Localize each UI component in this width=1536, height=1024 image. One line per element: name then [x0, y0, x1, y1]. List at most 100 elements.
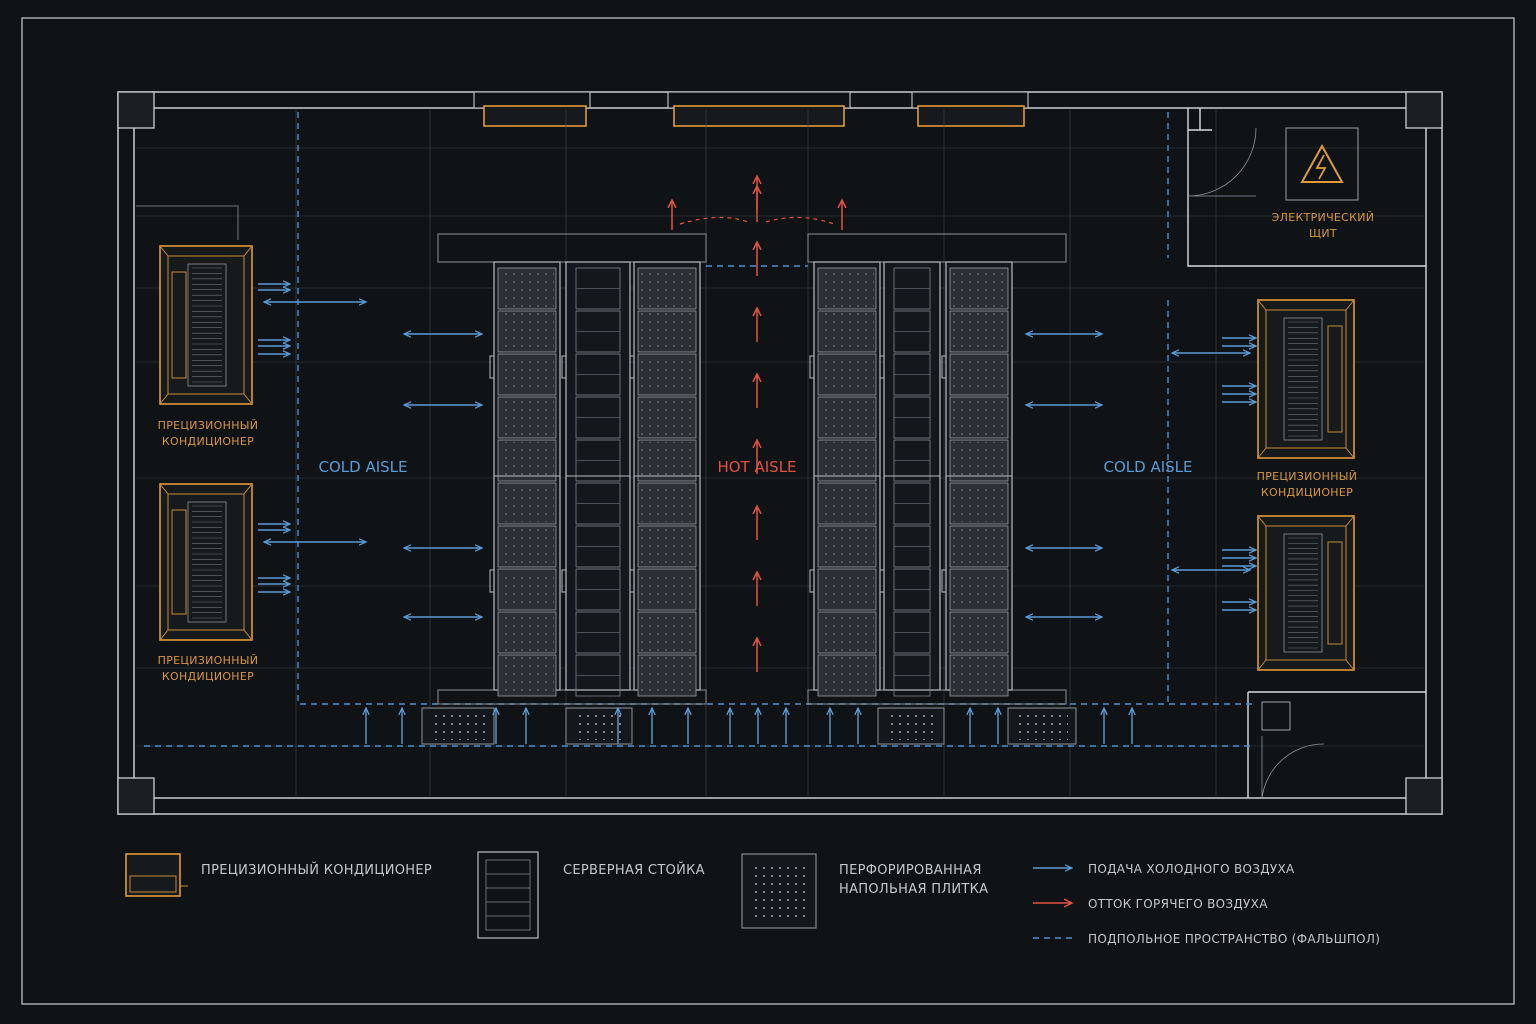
rack-unit-vents [500, 528, 554, 565]
crac-body [159, 245, 253, 405]
rack-unit-vents [640, 313, 694, 350]
crac-label-3-line2: КОНДИЦИОНЕР [1261, 486, 1353, 499]
precision-ac-unit [1257, 299, 1355, 459]
rack-unit-vents [640, 270, 694, 307]
high-voltage-icon [1300, 143, 1344, 183]
crac-filter [187, 263, 227, 387]
floor-grid [136, 110, 1424, 796]
rack-handle [561, 355, 567, 379]
rack-unit-vents [640, 399, 694, 436]
rack-unit-vents [820, 657, 874, 694]
rack-unit-vents [500, 571, 554, 608]
crac-filter [1283, 317, 1323, 441]
crac-inner [167, 255, 245, 395]
tile-holes [886, 712, 936, 740]
rack-unit-vents [952, 528, 1006, 565]
rack-unit-vents [820, 356, 874, 393]
crac-inner [1265, 309, 1347, 449]
rack-unit-vents [500, 270, 554, 307]
server-rack [879, 261, 941, 697]
rack-unit-vents [952, 485, 1006, 522]
rack-unit-vents [820, 313, 874, 350]
rack-handle [629, 355, 635, 379]
rack-unit-vents [640, 614, 694, 651]
rack-row-top-frame [437, 233, 707, 263]
crac-inner [167, 493, 245, 631]
rack-unit-vents [820, 571, 874, 608]
crac-side-panel [171, 509, 187, 615]
crac-side-panel [171, 271, 187, 379]
rack-handle [941, 355, 947, 379]
crac-side-panel [1327, 541, 1343, 645]
crac-body [159, 483, 253, 641]
crac-inner [1265, 525, 1347, 661]
entrance-door [1247, 691, 1426, 799]
tile-holes [430, 712, 486, 740]
rack-handle [809, 569, 815, 593]
perforated-tile [1007, 707, 1077, 745]
crac-label-3-line1: ПРЕЦИЗИОННЫЙ [1257, 470, 1358, 483]
rack-unit-vents [820, 270, 874, 307]
rack-unit-vents [820, 528, 874, 565]
rack-unit-vents [500, 657, 554, 694]
precision-ac-units [159, 245, 1355, 671]
crac-filter [187, 501, 227, 623]
rack-unit-vents [952, 614, 1006, 651]
rack-row-top-frame [807, 233, 1067, 263]
crac-label-1-line1: ПРЕЦИЗИОННЫЙ [158, 419, 259, 432]
sheet-frame [21, 17, 1515, 1005]
cold-aisle-label-left: COLD AISLE [319, 458, 408, 476]
rack-unit-vents [952, 399, 1006, 436]
rack-unit-vents [820, 614, 874, 651]
legend-tile-symbol [741, 853, 817, 929]
electrical-panel-label-line1: ЭЛЕКТРИЧЕСКИЙ [1272, 211, 1375, 224]
rack-handle [489, 569, 495, 593]
legend-raised-floor-label: ПОДПОЛЬНОЕ ПРОСТРАНСТВО (ФАЛЬШПОЛ) [1088, 932, 1380, 946]
rack-unit-vents [640, 485, 694, 522]
electrical-panel-label-line2: ЩИТ [1309, 227, 1337, 240]
precision-ac-unit [159, 245, 253, 405]
crac-corners [1257, 515, 1355, 671]
crac-label-2-line1: ПРЕЦИЗИОННЫЙ [158, 654, 259, 667]
precision-ac-unit [1257, 515, 1355, 671]
crac-side-panel [1327, 325, 1343, 433]
rack-unit-vents [820, 485, 874, 522]
rack-unit-vents [500, 614, 554, 651]
legend-crac-symbol [125, 853, 188, 897]
legend-rack-label: СЕРВЕРНАЯ СТОЙКА [563, 862, 705, 878]
crac-filter [1283, 533, 1323, 653]
raised-floor-boundary [144, 112, 1252, 747]
rack-unit-vents [640, 528, 694, 565]
rack-unit-vents [952, 657, 1006, 694]
cold-aisle-label-right: COLD AISLE [1104, 458, 1193, 476]
crac-corners [159, 483, 253, 641]
server-rack-rows [437, 233, 1067, 705]
legend-rack-symbol [477, 851, 539, 939]
electrical-room: ЭЛЕКТРИЧЕСКИЙ ЩИТ [1187, 108, 1426, 267]
crac-body [1257, 515, 1355, 671]
rack-handle [489, 355, 495, 379]
legend-crac-label: ПРЕЦИЗИОННЫЙ КОНДИЦИОНЕР [201, 862, 432, 878]
crac-label-1-line2: КОНДИЦИОНЕР [162, 435, 254, 448]
hot-air-path [679, 216, 835, 225]
rack-unit-vents [640, 442, 694, 479]
rack-handle [561, 569, 567, 593]
rack-unit-vents [500, 485, 554, 522]
airflow-arrows [258, 176, 1256, 744]
rack-unit-vents [500, 399, 554, 436]
precision-ac-unit [159, 483, 253, 641]
perforated-tile [565, 707, 633, 745]
legend-tile-label-line2: НАПОЛЬНАЯ ПЛИТКА [839, 882, 988, 897]
rack-unit-vents [952, 442, 1006, 479]
perforated-tiles [421, 707, 1077, 745]
room-walls [117, 91, 1443, 815]
rack-handle [941, 569, 947, 593]
rack-unit-vents [500, 356, 554, 393]
crac-body [1257, 299, 1355, 459]
rack-handle [809, 355, 815, 379]
rack-unit-vents [500, 313, 554, 350]
rack-unit-vents [500, 442, 554, 479]
rack-unit-vents [952, 313, 1006, 350]
rack-unit-vents [640, 356, 694, 393]
